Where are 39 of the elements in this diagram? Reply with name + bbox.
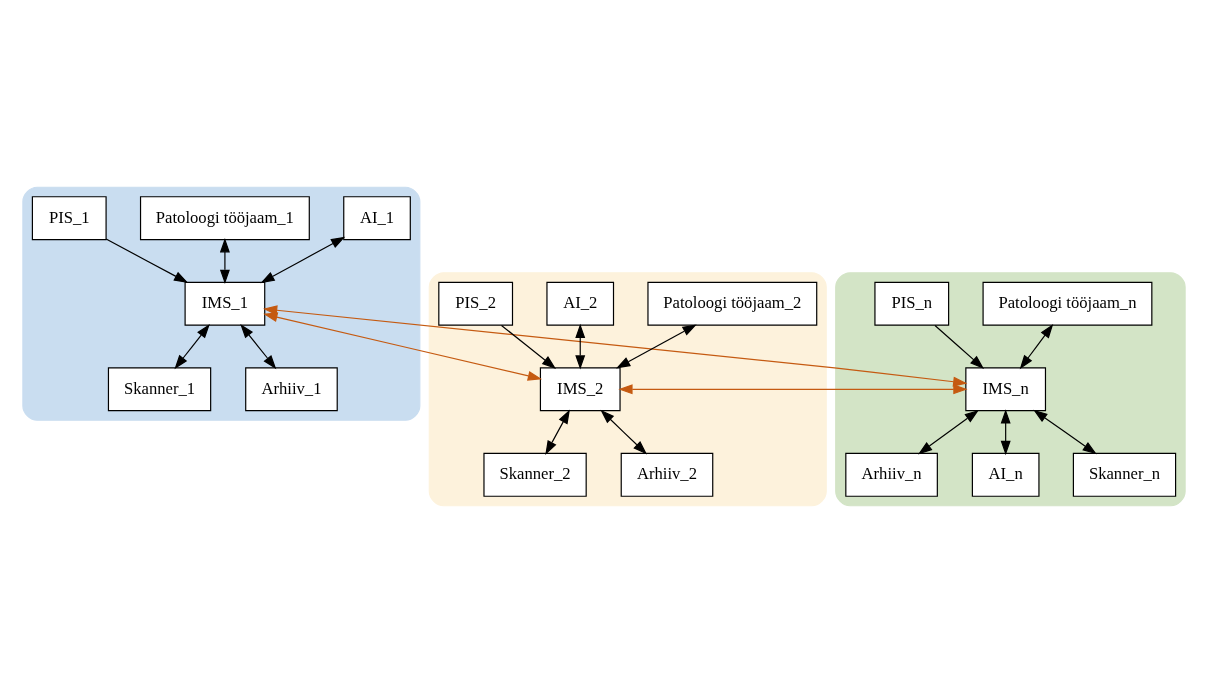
arrow — [263, 305, 968, 387]
arrow — [618, 384, 968, 395]
arrow — [219, 238, 230, 284]
arrow — [545, 409, 570, 455]
arrow — [174, 324, 210, 370]
arrow — [1000, 409, 1011, 456]
arrow — [600, 409, 648, 455]
arrow — [105, 238, 189, 283]
node-box: IMS_n — [965, 367, 1047, 412]
cluster — [428, 272, 827, 507]
cluster — [835, 272, 1186, 507]
arrow — [616, 324, 697, 369]
node-box: Patoloogi tööjaam_1 — [139, 196, 310, 241]
arrow — [575, 323, 586, 370]
node-box: PIS_n — [874, 281, 950, 326]
node-box: PIS_1 — [31, 196, 107, 241]
node-box: Arhiiv_n — [845, 452, 938, 497]
node-box: AI_n — [971, 452, 1040, 497]
node-box: AI_1 — [343, 196, 411, 241]
arrow — [500, 324, 557, 369]
arrow — [918, 409, 979, 455]
node-box: Skanner_2 — [483, 452, 587, 497]
node-box: Skanner_1 — [107, 367, 212, 412]
arrow — [240, 324, 277, 370]
node-box: PIS_2 — [438, 281, 514, 326]
cluster — [22, 186, 421, 421]
arrow — [263, 312, 543, 381]
node-box: Arhiiv_2 — [620, 452, 714, 497]
arrow — [1033, 409, 1097, 455]
arrow — [934, 324, 985, 369]
node-box: Skanner_n — [1072, 452, 1177, 497]
node-box: IMS_2 — [539, 367, 621, 412]
node-box: IMS_1 — [184, 281, 266, 326]
node-box: Patoloogi tööjaam_2 — [647, 281, 818, 326]
node-box: Patoloogi tööjaam_n — [982, 281, 1153, 326]
node-box: AI_2 — [546, 281, 615, 326]
arrow — [260, 236, 346, 284]
node-box: Arhiiv_1 — [245, 367, 338, 412]
arrow — [1019, 324, 1054, 370]
